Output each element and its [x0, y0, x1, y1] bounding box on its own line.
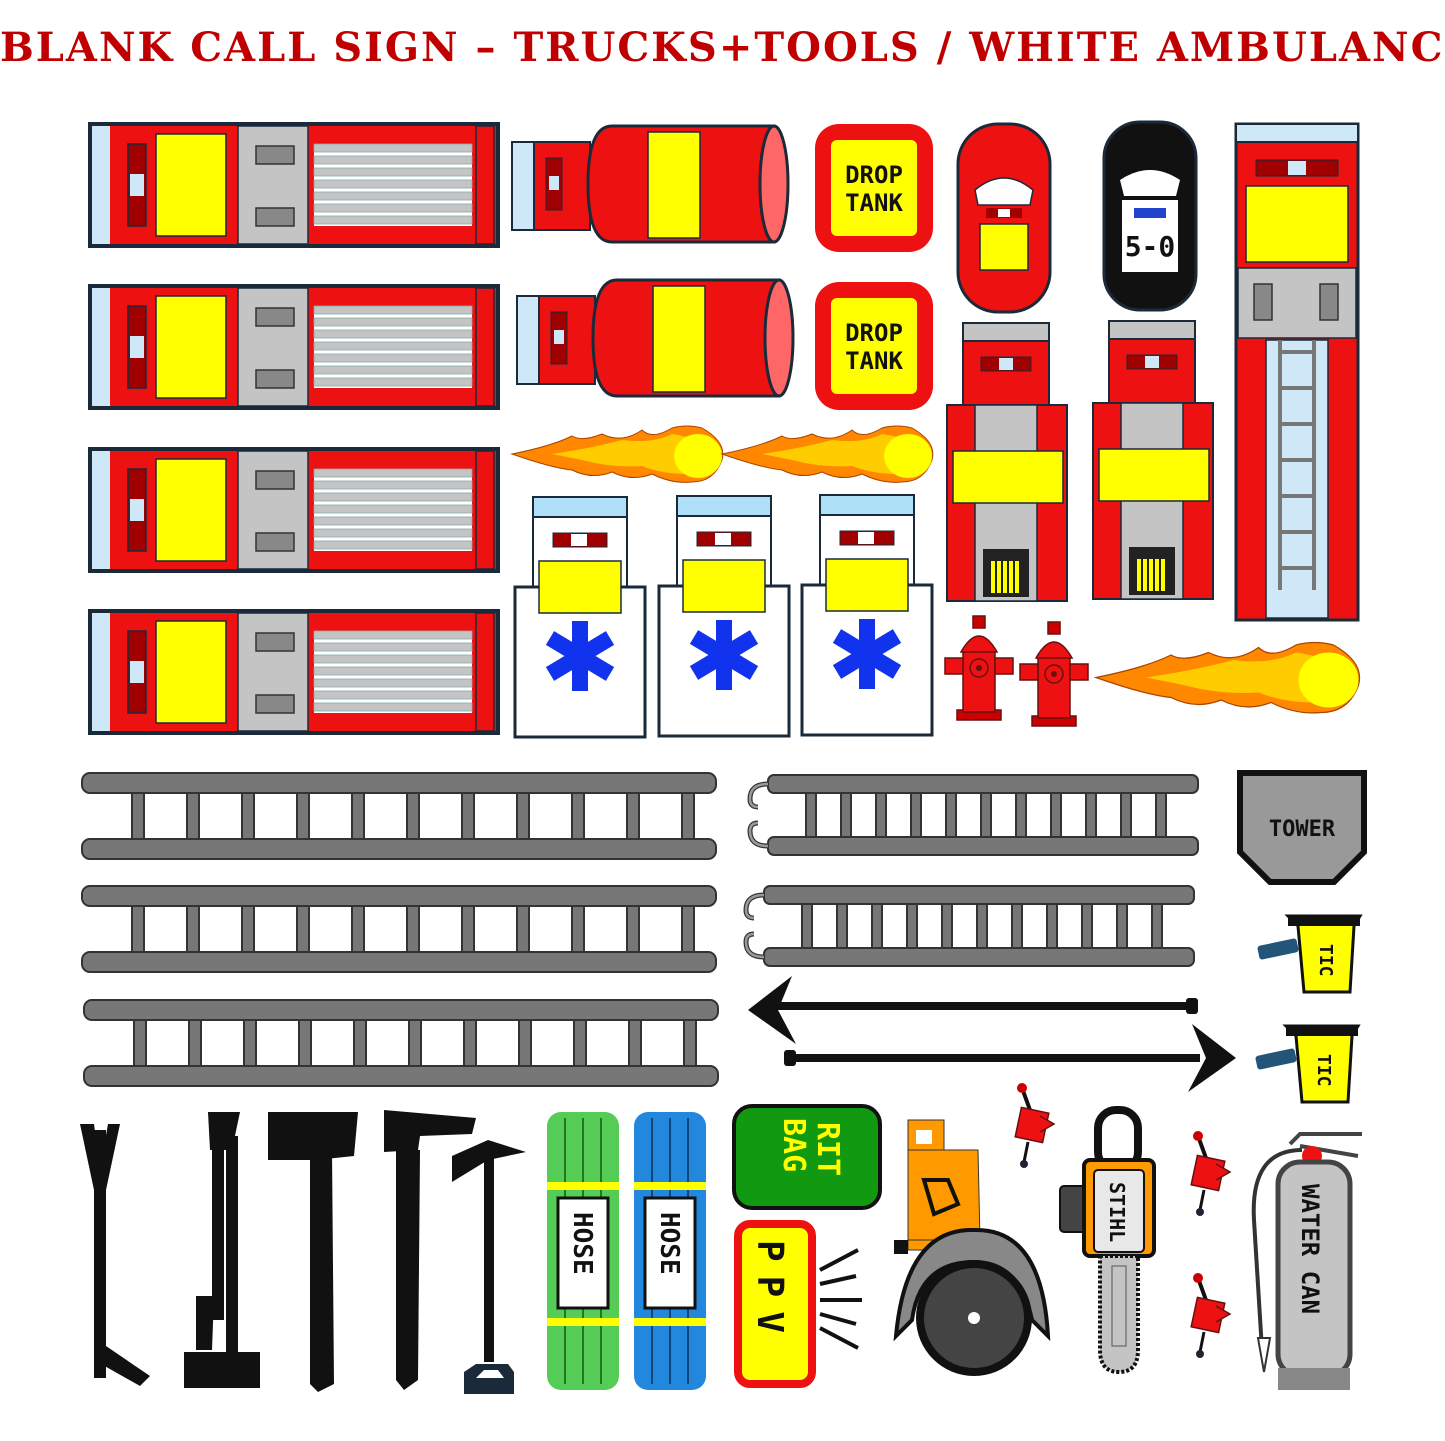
tic-label: TIC — [1313, 1054, 1334, 1087]
rit-bag-label-line2: BAG — [776, 1118, 811, 1172]
pry-bar — [452, 1140, 526, 1394]
chainsaw: STIHL — [1059, 1106, 1156, 1375]
chief-car — [956, 122, 1052, 314]
police-car-number: 5-0 — [1125, 230, 1176, 263]
airflow-lines — [819, 1248, 862, 1350]
drop-tank-label-line1: DROP — [845, 161, 903, 189]
hose-label-green: HOSE — [567, 1212, 597, 1275]
hook-ladder-1 — [750, 775, 1198, 855]
engine-top-view-2 — [88, 284, 500, 410]
rotary-saw — [893, 1119, 1051, 1376]
engine-top-view-1 — [88, 122, 500, 248]
axe-1 — [268, 1112, 358, 1392]
tanker-top-view-2 — [515, 278, 795, 398]
radio-3 — [1189, 1271, 1232, 1360]
pike-pole-1 — [748, 976, 1198, 1044]
fireball-2 — [721, 425, 934, 483]
engine-top-view-4 — [88, 609, 500, 735]
hook-ladder-2 — [746, 886, 1194, 966]
hose-bundle-green: HOSE — [547, 1112, 619, 1390]
tic-camera-1: TIC — [1255, 914, 1362, 994]
radio-1 — [1013, 1081, 1056, 1170]
fireball-3 — [1095, 641, 1361, 714]
drop-tank-label-line1: DROP — [845, 319, 903, 347]
drop-tank-label-line2: TANK — [845, 347, 903, 375]
rit-bag: RIT BAG — [732, 1104, 882, 1210]
tower-label: TOWER — [1269, 817, 1336, 842]
fireball-1 — [511, 425, 724, 483]
drop-tank-2: DROP TANK — [815, 282, 933, 410]
ambulance-3 — [802, 495, 932, 735]
water-can-label: WATER CAN — [1296, 1184, 1324, 1314]
pumper-truck-2 — [1092, 320, 1214, 600]
ppv-fan: PPV — [734, 1220, 862, 1388]
drop-tank-label-line2: TANK — [845, 189, 903, 217]
ppv-label: PPV — [749, 1240, 790, 1347]
ground-ladder-1 — [81, 772, 717, 860]
police-car: 5-0 — [1102, 120, 1198, 312]
radio-2 — [1189, 1129, 1232, 1218]
hose-label-blue: HOSE — [654, 1212, 684, 1275]
fire-hydrant-1 — [944, 615, 1014, 721]
ambulance-1 — [515, 497, 645, 737]
tower-sign: TOWER — [1237, 770, 1367, 885]
pike-pole-2 — [784, 1024, 1236, 1092]
tic-label: TIC — [1315, 944, 1336, 977]
halligan-bar — [80, 1124, 150, 1386]
water-can: WATER CAN — [1251, 1132, 1362, 1390]
tanker-top-view-1 — [510, 124, 790, 244]
engine-top-view-3 — [88, 447, 500, 573]
flathead-axe-and-halligan — [184, 1112, 260, 1388]
drop-tank-1: DROP TANK — [815, 124, 933, 252]
axe-2 — [384, 1110, 476, 1390]
fire-hydrant-2 — [1019, 621, 1089, 727]
rit-bag-label-line1: RIT — [810, 1122, 845, 1176]
hose-bundle-blue: HOSE — [634, 1112, 706, 1390]
tower-truck — [1234, 122, 1360, 622]
ground-ladder-3 — [83, 999, 719, 1087]
pumper-truck-1 — [946, 322, 1068, 602]
ground-ladder-2 — [81, 885, 717, 973]
tic-camera-2: TIC — [1253, 1024, 1360, 1104]
page-title: BLANK CALL SIGN – TRUCKS+TOOLS / WHITE A… — [0, 24, 1445, 71]
ambulance-2 — [659, 496, 789, 736]
chainsaw-brand-label: STIHL — [1105, 1182, 1129, 1242]
